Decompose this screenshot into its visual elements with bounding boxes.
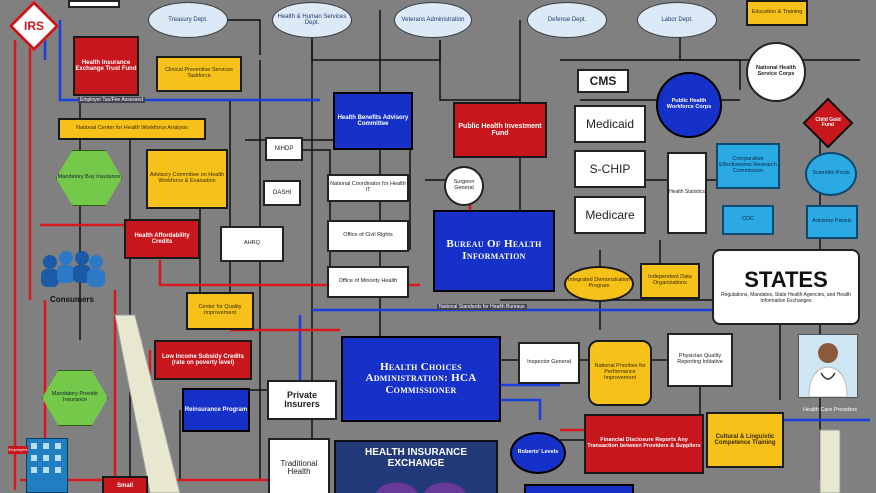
exchange-ovals-decoration bbox=[375, 482, 466, 493]
labor-dept-oval: Labor Dept. bbox=[637, 2, 717, 38]
health-stats-box: Health Statistics bbox=[667, 152, 707, 234]
employer-fee-label: Employer Tax/Fee Assessed bbox=[78, 97, 145, 103]
health-care-providers-label: Health Care Providers bbox=[802, 407, 858, 414]
defense-dept-oval: Defense Dept. bbox=[527, 2, 607, 38]
doctor-image bbox=[798, 334, 858, 398]
bottom-blue-box bbox=[524, 484, 634, 493]
inspector-general-box: Inspector General bbox=[518, 342, 580, 384]
low-income-subsidy-box: Low Income Subsidy Credits (rate on pove… bbox=[154, 340, 252, 380]
bureau-health-info-box: Bureau Of Health Information bbox=[433, 210, 555, 292]
nihdp-box: NIHDP bbox=[265, 137, 303, 161]
independent-orgs-box: Independent Data Organizations bbox=[640, 263, 700, 299]
building-icon bbox=[31, 443, 61, 473]
child-gold-fund-label: Child Gold Fund bbox=[815, 116, 841, 128]
traditional-health-box: Traditional Health bbox=[268, 438, 330, 493]
employers-building bbox=[26, 438, 68, 493]
hca-box: Health Choices Administration: HCA Commi… bbox=[341, 336, 501, 422]
ph-workforce-circle: Public Health Workforce Corps bbox=[656, 72, 722, 138]
clinical-preventive-box: Clinical Preventive Services Taskforce bbox=[156, 56, 242, 92]
doctor-icon bbox=[808, 343, 848, 397]
office-civil-rights-box: Office of Civil Rights bbox=[327, 220, 409, 252]
reinsurance-box: Reinsurance Program bbox=[182, 388, 250, 432]
physician-quality-box: Physician Quality Reporting Initiative bbox=[667, 333, 733, 387]
workforce-analysis-box: National Center for Health Workforce Ana… bbox=[58, 118, 206, 140]
employers-label: Employers bbox=[8, 446, 28, 454]
irs-diamond: IRS bbox=[8, 0, 60, 52]
exchange-title: HEALTH INSURANCE EXCHANGE bbox=[364, 447, 468, 469]
public-health-fund-box: Public Health Investment Fund bbox=[453, 102, 547, 158]
roberts-levels-circle: Roberts' Levels bbox=[510, 432, 566, 474]
trust-fund-box: Health Insurance Exchange Trust Fund bbox=[73, 36, 139, 96]
national-priorities-box: National Priorities for Performance Impr… bbox=[588, 340, 652, 406]
states-subtitle: Regulations, Mandates, State Health Agen… bbox=[720, 292, 852, 304]
national-standards-label: National Standards for Health Bureaus bbox=[437, 304, 527, 310]
medicaid-box: Medicaid bbox=[574, 105, 646, 143]
health-benefits-box: Health Benefits Advisory Committee bbox=[333, 92, 413, 150]
nhs-corps-circle: National Health Service Corps bbox=[746, 42, 806, 102]
education-training-box: Education & Training bbox=[746, 0, 808, 26]
scientific-pools-circle: Scientific Pools bbox=[805, 152, 857, 196]
medicare-box: Medicare bbox=[574, 196, 646, 234]
mandatory-provide-hexagon: Mandatory Provide Insurance bbox=[42, 370, 108, 426]
integrated-demo-box: Integrated Demonstration Program bbox=[564, 266, 634, 302]
advisory-committee-box: Advisory Committee on Health Workforce &… bbox=[146, 149, 228, 209]
cultural-linguistic-box: Cultural & Linguistic Competence Trainin… bbox=[706, 412, 784, 468]
states-title: STATES bbox=[744, 267, 828, 293]
small-employers-box: Small bbox=[102, 476, 148, 493]
top-box-left bbox=[68, 0, 120, 8]
surgeon-general-circle: Surgeon General bbox=[444, 166, 484, 206]
comparative-effectiveness-box: Comparative Effectiveness Research Commi… bbox=[716, 143, 780, 189]
schip-box: S-CHIP bbox=[574, 150, 646, 188]
financial-disclosure-box: Financial Disclosure Reports Any Transac… bbox=[584, 414, 704, 474]
treasury-dept-oval: Treasury Dept. bbox=[148, 2, 228, 38]
consumers-icon bbox=[36, 248, 108, 292]
ahrq-box: AHRQ bbox=[220, 226, 284, 262]
center-quality-box: Center for Quality Improvement bbox=[186, 292, 254, 330]
hhs-dept-oval: Health & Human Services Dept. bbox=[272, 2, 352, 38]
cms-box: CMS bbox=[577, 69, 629, 93]
irs-label: IRS bbox=[23, 18, 44, 33]
advisory-panels-box: Advisory Panels bbox=[806, 205, 858, 239]
child-gold-fund-diamond: Child Gold Fund bbox=[803, 98, 853, 148]
veterans-admin-oval: Veterans Administration bbox=[394, 2, 472, 38]
people-icon bbox=[41, 251, 105, 287]
national-coordinator-box: National Coordinator for Health IT bbox=[327, 174, 409, 202]
states-box: STATES Regulations, Mandates, State Heal… bbox=[712, 249, 860, 325]
cdc-box: CDC bbox=[722, 205, 774, 235]
health-affordability-box: Health Affordability Credits bbox=[124, 219, 200, 259]
private-insurers-box: Private Insurers bbox=[267, 380, 337, 420]
office-minority-health-box: Office of Minority Health bbox=[327, 266, 409, 298]
consumers-label: Consumers bbox=[49, 294, 94, 304]
health-insurance-exchange-box: HEALTH INSURANCE EXCHANGE bbox=[334, 440, 498, 493]
oashi-box: OASHI bbox=[263, 180, 301, 206]
